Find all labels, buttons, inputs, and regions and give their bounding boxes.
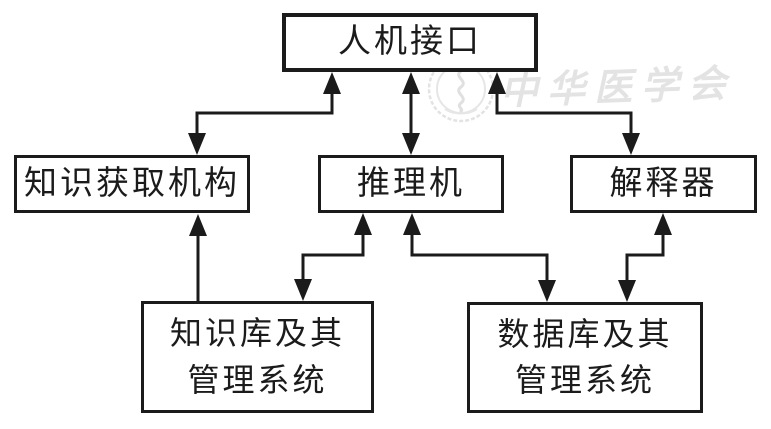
node-knowledge-acquisition: 知识获取机构 — [14, 155, 250, 213]
node-knowledge-acquisition-label: 知识获取机构 — [24, 165, 240, 202]
connector-hmi-inference-engine — [402, 72, 420, 155]
connector-interpreter-database — [618, 213, 672, 302]
node-database-label-line2: 管理系统 — [514, 362, 655, 399]
connector-hmi-knowledge-acquisition — [188, 72, 341, 155]
node-knowledge-base-label-line1: 知识库及其 — [169, 314, 345, 351]
node-database-label-line1: 数据库及其 — [497, 315, 673, 352]
node-inference-engine: 推理机 — [318, 155, 504, 213]
connector-knowledge-base-to-knowledge-acquisition — [189, 214, 207, 301]
node-human-machine-interface-label: 人机接口 — [338, 24, 482, 61]
node-interpreter-label: 解释器 — [609, 165, 718, 202]
connector-hmi-interpreter — [488, 72, 640, 155]
node-knowledge-base-label-line2: 管理系统 — [187, 361, 328, 398]
connector-inference-engine-database — [403, 213, 556, 302]
node-database: 数据库及其 管理系统 — [467, 302, 703, 413]
node-interpreter: 解释器 — [570, 155, 757, 213]
node-inference-engine-label: 推理机 — [357, 165, 465, 202]
connector-inference-engine-knowledge-base — [294, 213, 372, 301]
node-knowledge-base: 知识库及其 管理系统 — [141, 301, 374, 413]
node-human-machine-interface: 人机接口 — [282, 13, 538, 72]
